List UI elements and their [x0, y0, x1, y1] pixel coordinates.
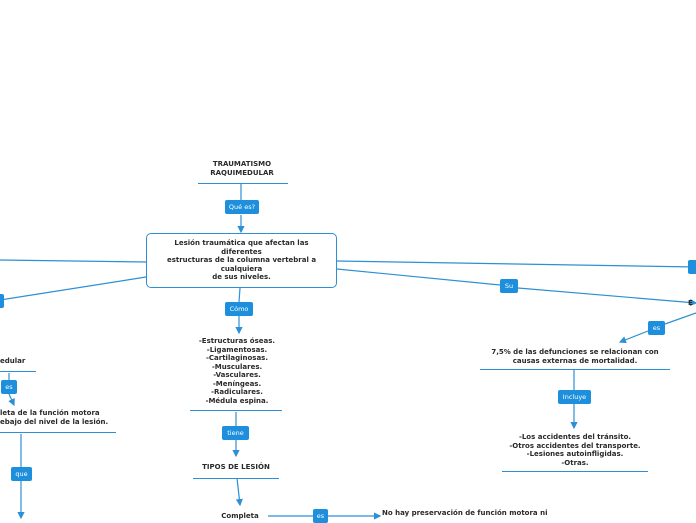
structures-underline [190, 410, 282, 411]
left-header-underline [0, 371, 36, 372]
left-description-partial: leta de la función motora ebajo del nive… [0, 409, 109, 426]
central-definition-text: Lesión traumática que afectan las difere… [166, 239, 317, 282]
link-su[interactable]: Su [500, 279, 518, 293]
link-left-edge[interactable] [0, 294, 4, 308]
causes-list: -Los accidentes del tránsito. -Otros acc… [509, 433, 641, 467]
mortality-text: 7,5% de las defunciones se relacionan co… [491, 348, 659, 365]
central-definition-box[interactable]: Lesión traumática que afectan las difere… [146, 233, 337, 288]
structures-list: -Estructuras óseas. -Ligamentosas. -Cart… [198, 337, 276, 405]
causes-underline [502, 471, 648, 472]
link-es-bottom[interactable]: es [313, 509, 328, 523]
root-title: TRAUMATISMO RAQUIMEDULAR [210, 160, 274, 177]
tipos-de-lesion: TIPOS DE LESIÓN [202, 463, 270, 471]
link-como[interactable]: Cómo [225, 302, 253, 316]
link-tiene[interactable]: tiene [222, 426, 249, 440]
link-right-edge[interactable] [688, 260, 696, 274]
link-es-right[interactable]: es [648, 321, 665, 335]
link-que-left[interactable]: que [11, 467, 32, 481]
completa-description: No hay preservación de función motora ni [382, 509, 548, 517]
mortality-underline [480, 369, 670, 370]
left-header-partial: edular [0, 357, 26, 365]
tipos-underline [193, 478, 279, 479]
link-incluye[interactable]: Incluye [558, 390, 591, 404]
completa-label: Completa [221, 512, 259, 520]
right-header-partial: E [688, 299, 693, 307]
link-es-left[interactable]: es [1, 380, 17, 394]
link-que-es[interactable]: Qué es? [225, 200, 259, 214]
root-title-underline [198, 183, 288, 184]
left-description-underline [0, 432, 116, 433]
